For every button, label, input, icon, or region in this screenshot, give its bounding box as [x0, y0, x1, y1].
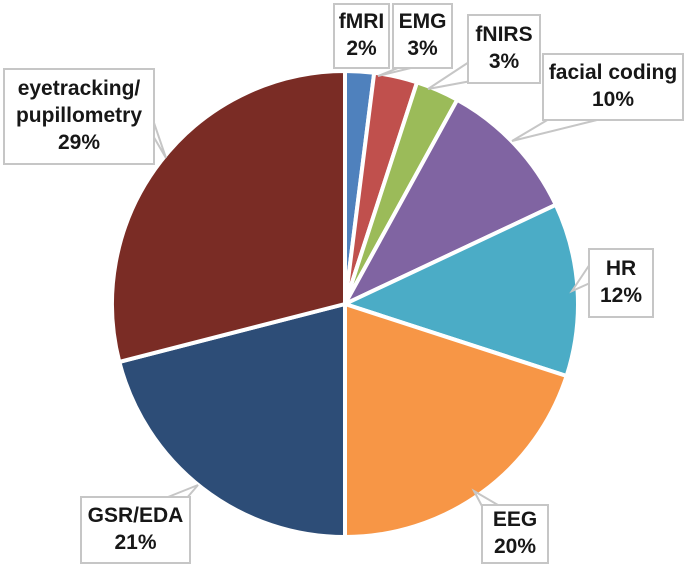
callout-gsr-eda: GSR/EDA 21% [80, 496, 191, 564]
callout-eyetracking-line2: pupillometry [15, 104, 142, 128]
callout-fnirs: fNIRS 3% [467, 14, 541, 84]
callout-eyetracking-pupillometry: eyetracking/ pupillometry 29% [3, 68, 155, 165]
callout-emg: EMG 3% [392, 3, 453, 69]
pie-slice-eeg [343, 301, 570, 540]
callout-eyetracking-pct: 29% [57, 130, 101, 154]
callout-eyetracking-line1: eyetracking/ [17, 77, 141, 101]
callout-gsr-eda-pct: 21% [114, 531, 157, 554]
callout-facial-coding-pct: 10% [591, 88, 635, 111]
callout-fnirs-label: fNIRS [475, 23, 533, 47]
callout-facial-coding: facial coding 10% [542, 53, 684, 121]
callout-eeg-pct: 20% [493, 535, 537, 558]
callout-hr-label: HR [605, 257, 637, 281]
pie-slices-group [110, 68, 580, 540]
callout-hr-pct: 12% [599, 284, 643, 307]
callout-gsr-eda-label: GSR/EDA [87, 504, 184, 528]
callout-facial-coding-label: facial coding [548, 61, 678, 85]
callout-hr: HR 12% [588, 248, 654, 318]
callout-fnirs-pct: 3% [488, 50, 520, 73]
callout-emg-pct: 3% [407, 37, 438, 60]
pie-slice-gsr-eda [116, 301, 347, 540]
callout-fmri: fMRI 2% [333, 3, 390, 69]
callout-eeg-label: EEG [492, 508, 538, 532]
callout-fmri-label: fMRI [338, 10, 385, 34]
callout-eeg: EEG 20% [481, 504, 549, 564]
pie-slice-facial-coding [340, 97, 559, 309]
callout-pointer-facial [511, 118, 602, 142]
callout-fmri-pct: 2% [346, 37, 377, 60]
pie-slice-eyetracking-pupillometry [110, 68, 347, 365]
callout-emg-label: EMG [398, 10, 447, 34]
